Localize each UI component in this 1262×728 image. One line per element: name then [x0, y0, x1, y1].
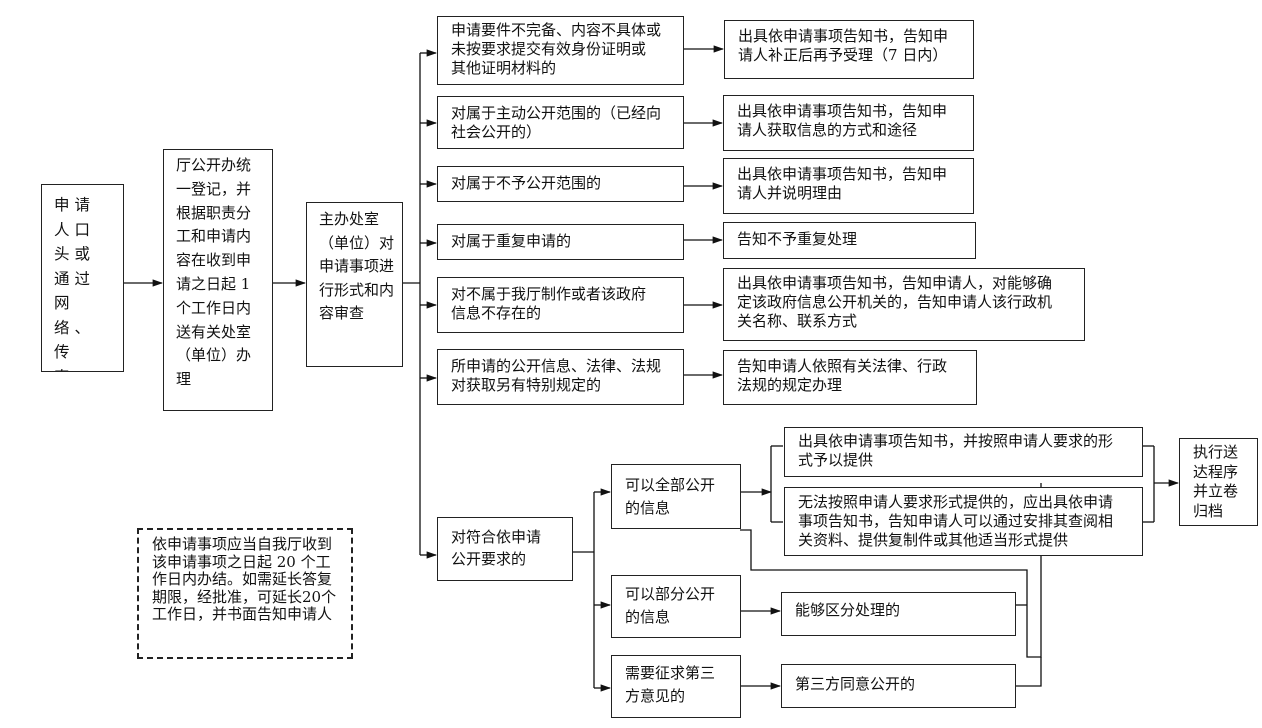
disclosure-text: 可以部分公开 的信息	[625, 585, 716, 626]
note-text: 依申请事项应当自我厅收到该申请事项之日起 20 个工作日内办结。如需延长答复期限…	[152, 535, 337, 623]
result-text: 告知申请人依照有关法律、行政 法规的规定办理	[737, 357, 948, 394]
condition-incomplete: 申请要件不完备、内容不具体或 未按要求提交有效身份证明或 其他证明材料的	[437, 16, 684, 85]
final-text: 执行送达程序并立卷归档	[1193, 443, 1239, 520]
condition-text: 对符合依申请 公开要求的	[451, 528, 542, 568]
result-text: 第三方同意公开的	[795, 675, 916, 693]
review-box: 主办处室（单位）对申请事项进行形式和内容审查	[306, 202, 403, 367]
result-text: 告知不予重复处理	[737, 230, 858, 248]
result-access-method: 出具依申请事项告知书，告知申 请人获取信息的方式和途径	[723, 95, 974, 151]
registration-box: 厅公开办统一登记，并根据职责分工和申请内容在收到申请之日起 1个工作日内送有关处…	[163, 149, 273, 411]
condition-special-law: 所申请的公开信息、法律、法规 对获取另有特别规定的	[437, 349, 684, 405]
result-text: 出具依申请事项告知书，并按照申请人要求的形 式予以提供	[798, 432, 1114, 469]
condition-not-exist: 对不属于我厅制作或者该政府 信息不存在的	[437, 277, 684, 333]
disclosure-full: 可以全部公开 的信息	[611, 464, 741, 529]
full-result-provide: 出具依申请事项告知书，并按照申请人要求的形 式予以提供	[784, 427, 1143, 477]
condition-text: 对属于重复申请的	[451, 232, 572, 250]
applicant-box: 申请人口头或通过网络、传真、信函提出申请	[41, 184, 124, 372]
condition-text: 所申请的公开信息、法律、法规 对获取另有特别规定的	[451, 357, 662, 394]
result-text: 出具依申请事项告知书，告知申 请人获取信息的方式和途径	[737, 102, 948, 139]
condition-text: 申请要件不完备、内容不具体或 未按要求提交有效身份证明或 其他证明材料的	[451, 21, 662, 77]
review-text: 主办处室（单位）对申请事项进行形式和内容审查	[319, 210, 395, 322]
disclosure-partial: 可以部分公开 的信息	[611, 575, 741, 638]
disclosure-text: 可以全部公开 的信息	[625, 476, 716, 517]
result-text: 无法按照申请人要求形式提供的，应出具依申请 事项告知书，告知申请人可以通过安排其…	[798, 493, 1114, 549]
result-text: 出具依申请事项告知书，告知申 请人并说明理由	[737, 165, 948, 202]
condition-repeat: 对属于重复申请的	[437, 224, 684, 260]
result-text: 出具依申请事项告知书，告知申请人，对能够确 定该政府信息公开机关的，告知申请人该…	[737, 274, 1053, 330]
partial-result: 能够区分处理的	[781, 592, 1016, 636]
result-follow-law: 告知申请人依照有关法律、行政 法规的规定办理	[723, 350, 977, 405]
result-other-agency: 出具依申请事项告知书，告知申请人，对能够确 定该政府信息公开机关的，告知申请人该…	[723, 268, 1085, 341]
full-result-alternative: 无法按照申请人要求形式提供的，应出具依申请 事项告知书，告知申请人可以通过安排其…	[784, 487, 1143, 556]
applicant-text: 申请人口头或通过网络、传真、信函提出申请	[54, 196, 96, 371]
registration-text: 厅公开办统一登记，并根据职责分工和申请内容在收到申请之日起 1个工作日内送有关处…	[176, 156, 252, 389]
result-reason: 出具依申请事项告知书，告知申 请人并说明理由	[723, 158, 974, 214]
third-party-result: 第三方同意公开的	[781, 664, 1016, 708]
result-text: 能够区分处理的	[795, 601, 901, 619]
final-box: 执行送达程序并立卷归档	[1179, 438, 1258, 526]
condition-eligible: 对符合依申请 公开要求的	[437, 517, 573, 581]
deadline-note: 依申请事项应当自我厅收到该申请事项之日起 20 个工作日内办结。如需延长答复期限…	[137, 528, 353, 659]
result-no-repeat: 告知不予重复处理	[723, 222, 976, 259]
result-text: 出具依申请事项告知书，告知申 请人补正后再予受理（7 日内）	[738, 27, 949, 64]
condition-text: 对属于主动公开范围的（已经向 社会公开的）	[451, 104, 662, 141]
disclosure-text: 需要征求第三 方意见的	[625, 664, 716, 705]
condition-text: 对不属于我厅制作或者该政府 信息不存在的	[451, 285, 647, 322]
result-supplement: 出具依申请事项告知书，告知申 请人补正后再予受理（7 日内）	[724, 20, 974, 79]
condition-already-public: 对属于主动公开范围的（已经向 社会公开的）	[437, 96, 684, 149]
disclosure-third-party: 需要征求第三 方意见的	[611, 655, 741, 718]
condition-text: 对属于不予公开范围的	[451, 174, 602, 192]
condition-not-disclosable: 对属于不予公开范围的	[437, 166, 684, 202]
